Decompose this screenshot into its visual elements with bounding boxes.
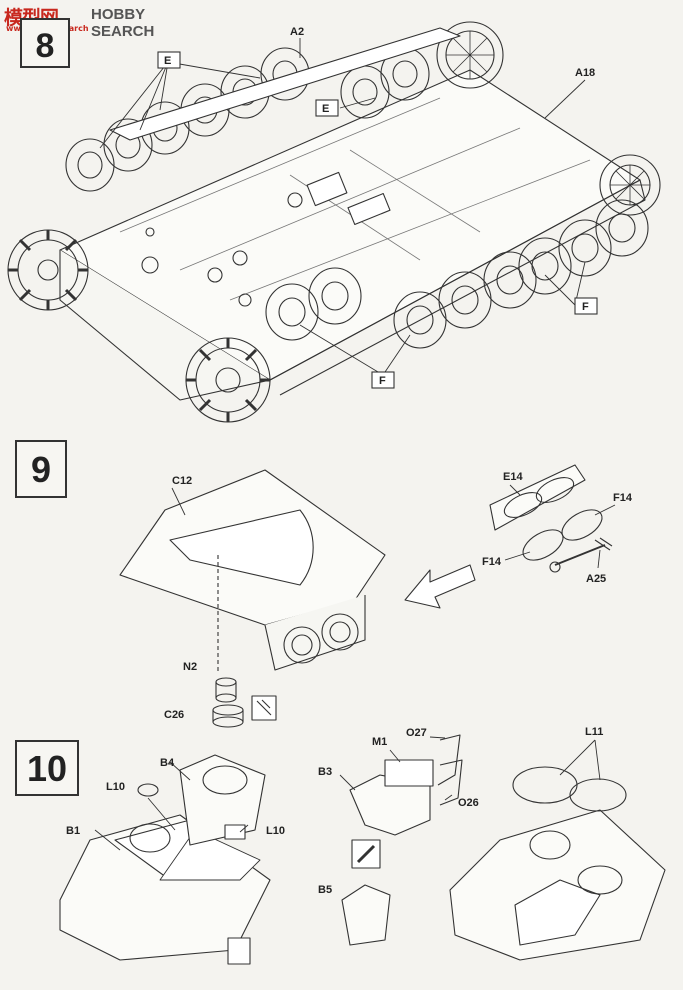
label-b5: B5 xyxy=(318,884,332,896)
step-number-10: 10 xyxy=(15,740,79,796)
label-m1: M1 xyxy=(372,736,387,748)
callout-e-left: E xyxy=(157,51,181,69)
svg-text:F: F xyxy=(582,301,589,313)
step-number-9: 9 xyxy=(15,440,67,498)
label-c26: C26 xyxy=(164,709,184,721)
watermark-search: HOBBY SEARCH xyxy=(91,6,155,40)
label-f14-bottom: F14 xyxy=(482,556,502,568)
svg-text:E: E xyxy=(164,55,171,67)
step10-parts xyxy=(59,734,666,965)
label-o27: O27 xyxy=(406,727,427,739)
svg-text:F: F xyxy=(379,375,386,387)
bottom-road-wheels xyxy=(265,199,649,349)
svg-text:E: E xyxy=(322,103,329,115)
label-f14-top: F14 xyxy=(613,492,633,504)
callout-f-bottom: F xyxy=(371,371,395,389)
label-n2: N2 xyxy=(183,661,197,673)
label-c12: C12 xyxy=(172,475,192,487)
label-a25: A25 xyxy=(586,573,606,585)
label-b1: B1 xyxy=(66,825,80,837)
callout-f-right: F xyxy=(574,297,598,315)
label-b3: B3 xyxy=(318,766,332,778)
label-l11: L11 xyxy=(585,726,603,738)
step8-hull-assembly xyxy=(7,21,661,423)
label-l10-left: L10 xyxy=(106,781,125,793)
label-l10-right: L10 xyxy=(266,825,285,837)
label-o26: O26 xyxy=(458,797,479,809)
rear-sprocket xyxy=(7,229,89,311)
top-road-wheels xyxy=(65,27,461,192)
label-a18: A18 xyxy=(575,67,595,79)
label-a2: A2 xyxy=(290,26,304,38)
label-e14: E14 xyxy=(503,471,523,483)
step-number-8: 8 xyxy=(20,18,70,68)
front-sprocket xyxy=(185,337,271,423)
callout-e-right: E xyxy=(315,99,339,117)
label-b4: B4 xyxy=(160,757,175,769)
step9-rear-plate xyxy=(119,464,616,728)
